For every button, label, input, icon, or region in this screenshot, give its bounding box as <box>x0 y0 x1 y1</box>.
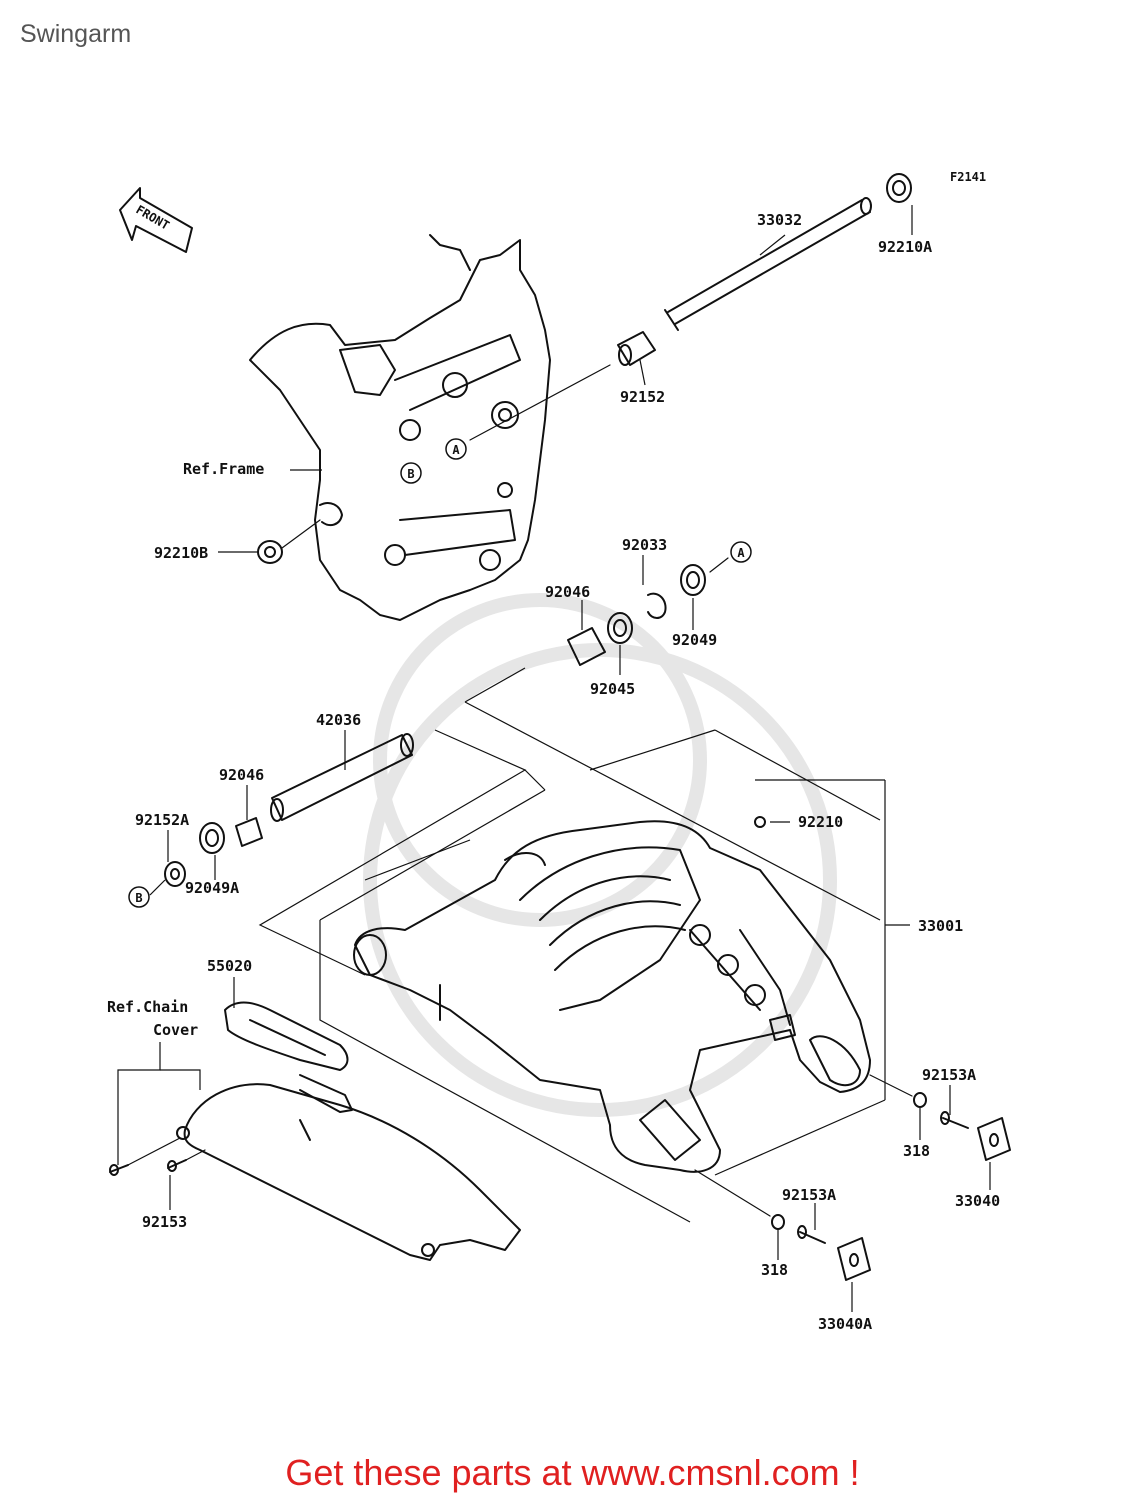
front-arrow-icon <box>119 187 193 253</box>
callout-b-label: B <box>135 891 142 905</box>
page-title: Swingarm <box>20 20 132 48</box>
callout-b-label: B <box>407 467 414 481</box>
part-label-92153: 92153 <box>142 1213 187 1231</box>
pivot-shaft-33032 <box>664 197 872 331</box>
part-label-42036: 42036 <box>316 711 361 729</box>
part-label-92046-left: 92046 <box>219 766 264 784</box>
adjuster-parts-bottom <box>694 1169 871 1281</box>
part-label-92045: 92045 <box>590 680 635 698</box>
part-label-92046-right: 92046 <box>545 583 590 601</box>
chain-cover-reference <box>176 1083 521 1261</box>
ref-frame-label: Ref.Frame <box>183 460 264 478</box>
part-label-33001: 33001 <box>918 917 963 935</box>
part-label-318-bottom: 318 <box>761 1261 788 1279</box>
chain-guide-55020 <box>224 1001 353 1113</box>
screw-92153 <box>109 1137 206 1176</box>
nut-92210A <box>886 173 912 203</box>
part-label-92210: 92210 <box>798 813 843 831</box>
ref-chain-cover-label: Cover <box>153 1021 198 1039</box>
adjuster-parts-right <box>869 1074 1011 1161</box>
part-label-92049: 92049 <box>672 631 717 649</box>
callout-a-label: A <box>737 546 745 560</box>
bearing-stack-right <box>567 557 729 666</box>
nut-92210B <box>257 519 321 564</box>
part-label-92049A: 92049A <box>185 879 239 897</box>
ref-chain-label: Ref.Chain <box>107 998 188 1016</box>
callout-a-frame <box>445 438 467 460</box>
part-label-92152: 92152 <box>620 388 665 406</box>
part-label-92033: 92033 <box>622 536 667 554</box>
frame-section <box>249 234 551 621</box>
collar-92152 <box>617 331 656 366</box>
figure-code: F2141 <box>950 170 986 184</box>
part-label-92210B: 92210B <box>154 544 208 562</box>
part-label-92153A-right: 92153A <box>922 1066 976 1084</box>
part-label-92153A-bottom: 92153A <box>782 1186 836 1204</box>
part-label-33040: 33040 <box>955 1192 1000 1210</box>
swingarm-33001 <box>353 816 871 1173</box>
part-label-55020: 55020 <box>207 957 252 975</box>
part-label-92210A: 92210A <box>878 238 932 256</box>
footer-link-banner[interactable]: Get these parts at www.cmsnl.com ! <box>285 1452 860 1493</box>
bearing-stack-left <box>164 733 414 887</box>
callout-a-label: A <box>452 443 460 457</box>
part-label-33040A: 33040A <box>818 1315 872 1333</box>
callout-a-bearing <box>730 541 752 563</box>
part-label-92152A: 92152A <box>135 811 189 829</box>
part-label-33032: 33032 <box>757 211 802 229</box>
callout-b-frame <box>400 462 422 484</box>
callout-b-collar <box>128 886 150 908</box>
swingarm-exploded-diagram: A B A B FRONT F2141 33032 92210A 92152 R… <box>107 170 1011 1333</box>
part-label-318-right: 318 <box>903 1142 930 1160</box>
